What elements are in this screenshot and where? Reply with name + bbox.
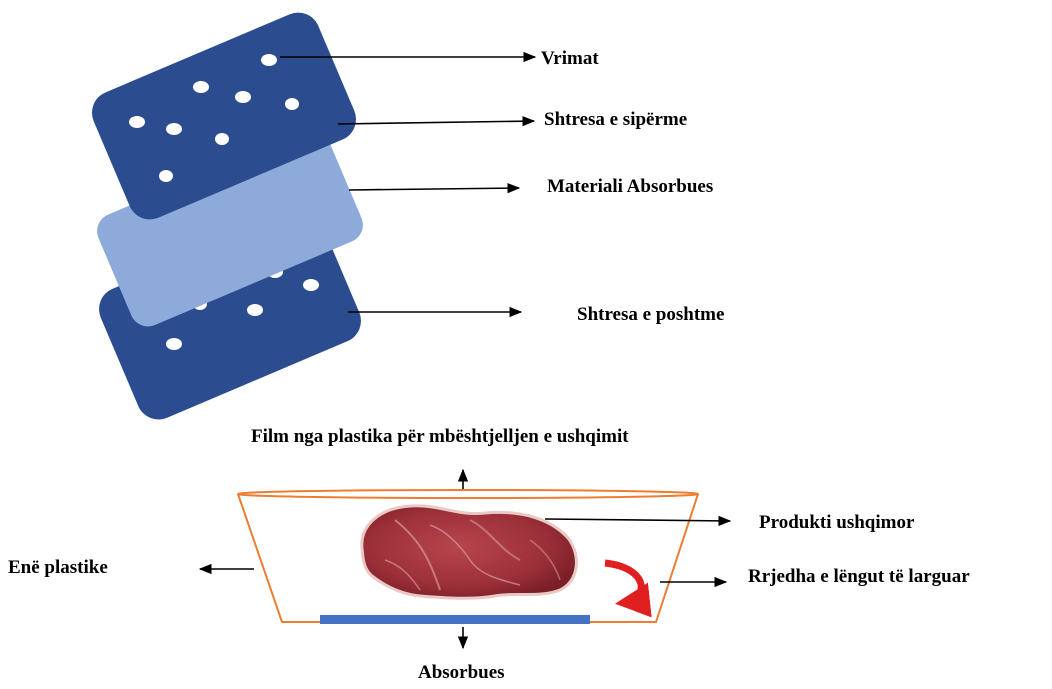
pad-layers (85, 6, 368, 427)
tray-rim (238, 490, 698, 498)
liquid-flow-label: Rrjedha e lëngut të larguar (748, 566, 970, 587)
absorbent-material-arrow (349, 188, 519, 190)
absorbent-label: Absorbues (418, 662, 505, 683)
holes-label: Vrimat (541, 48, 599, 69)
top-layer-label: Shtresa e sipërme (544, 109, 687, 130)
top-layer-arrow (338, 121, 534, 124)
absorbent-material-label: Materiali Absorbues (547, 176, 713, 197)
absorbent-pad (320, 615, 590, 624)
liquid-flow-curve-icon (605, 563, 641, 603)
food-product-arrow (545, 519, 730, 521)
food-product-label: Produkti ushqimor (759, 512, 915, 533)
film-label: Film nga plastika për mbështjelljen e us… (251, 426, 629, 447)
plastic-tray-label: Enë plastike (8, 557, 108, 578)
bottom-layer-label: Shtresa e poshtme (577, 304, 724, 325)
meat-image (362, 506, 577, 599)
